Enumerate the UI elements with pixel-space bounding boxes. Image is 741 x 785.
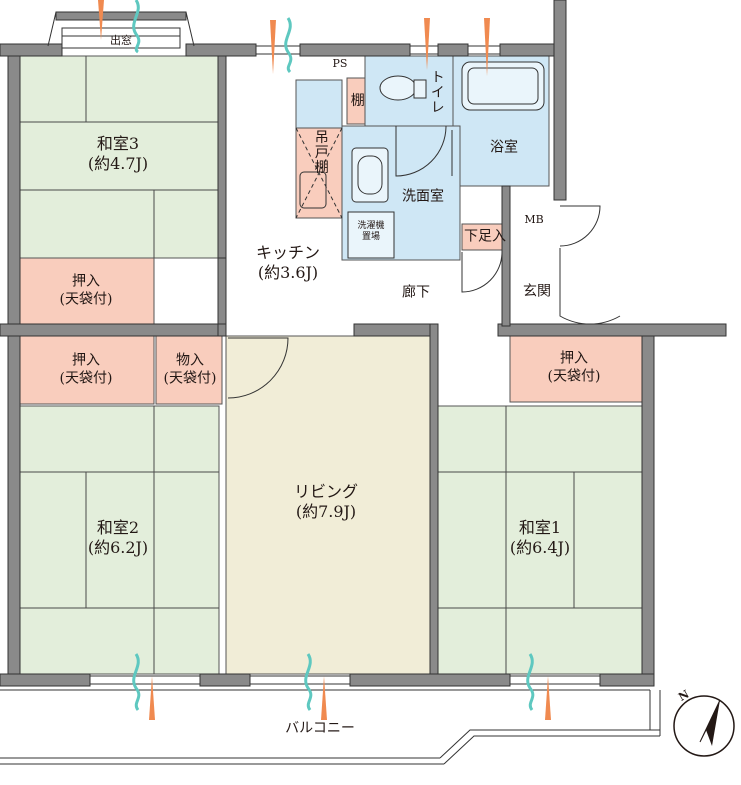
oshiire-left-name: 押入	[72, 352, 100, 369]
oshiire-left-label: 押入 (天袋付)	[60, 353, 113, 388]
balcony-label: バルコニー	[285, 720, 355, 737]
toilet-label: トイレ	[428, 69, 445, 115]
oshiire-top-floor	[19, 257, 155, 325]
sentakuki-label: 洗濯機 置場	[357, 221, 384, 244]
sentakuki-line1: 洗濯機	[357, 220, 385, 231]
tatami-lines	[20, 56, 642, 674]
toilet-bowl	[379, 75, 417, 101]
washer-place	[347, 211, 395, 259]
washitsu2-label: 和室2 (約6.2J)	[88, 518, 148, 558]
demado-label: 出窓	[110, 34, 132, 48]
monoire-sub: (天袋付)	[163, 370, 217, 386]
living-label: リビング (約7.9J)	[294, 482, 358, 522]
ps-label: PS	[332, 57, 348, 71]
washitsu1-floor	[437, 405, 643, 675]
washitsu3-floor	[19, 55, 220, 259]
monoire-label: 物入 (天袋付)	[164, 353, 217, 388]
washitsu3-size: (約4.7J)	[87, 154, 149, 173]
oshiire-right-name: 押入	[560, 350, 588, 367]
compass-icon	[673, 695, 735, 757]
kitchen-counter	[295, 79, 343, 129]
walls	[0, 0, 727, 687]
yokushitsu-label: 浴室	[490, 139, 518, 156]
bay-window	[47, 11, 195, 49]
oshiire-right-floor	[509, 335, 643, 403]
vent-arrows	[98, 0, 551, 720]
oshiire-left-sub: (天袋付)	[59, 370, 113, 386]
rouka-label: 廊下	[402, 284, 430, 301]
getabako-label: 下足入	[464, 228, 506, 245]
living-name: リビング	[293, 482, 359, 501]
genkan-label: 玄関	[523, 283, 551, 300]
kitchen-size: (約3.6J)	[257, 263, 319, 282]
fixtures	[295, 61, 545, 259]
tana-label: 棚	[348, 92, 365, 108]
tsuritodana-label: 吊戸棚	[312, 129, 329, 175]
kitchen-label: キッチン (約3.6J)	[256, 243, 320, 283]
oshiire-top-sub: (天袋付)	[59, 291, 113, 307]
kitchen-name: キッチン	[255, 243, 321, 262]
windows	[89, 45, 601, 685]
washitsu1-label: 和室1 (約6.4J)	[510, 518, 570, 558]
oshiire-left-floor	[19, 335, 155, 405]
sentakuki-line2: 置場	[361, 232, 381, 242]
oshiire-right-label: 押入 (天袋付)	[548, 351, 601, 386]
washitsu3-label: 和室3 (約4.7J)	[88, 134, 148, 174]
monoire-name: 物入	[176, 352, 204, 369]
washitsu1-size: (約6.4J)	[509, 538, 571, 557]
washitsu3-name: 和室3	[96, 134, 140, 153]
senmenshitsu-label: 洗面室	[402, 188, 444, 205]
wash-basin	[351, 147, 389, 203]
balcony	[0, 689, 661, 765]
sink	[299, 171, 327, 209]
monoire-floor	[155, 335, 223, 405]
oshiire-top-label: 押入 (天袋付)	[60, 274, 113, 309]
oshiire-right-sub: (天袋付)	[547, 368, 601, 384]
living-floor	[225, 335, 431, 675]
oshiire-top-name: 押入	[72, 273, 100, 290]
washitsu2-floor	[19, 405, 220, 675]
living-size: (約7.9J)	[295, 502, 357, 521]
bathtub	[461, 61, 545, 111]
getabako-floor	[461, 223, 509, 251]
room-fills	[19, 55, 643, 675]
washitsu2-size: (約6.2J)	[87, 538, 149, 557]
door-swings	[227, 125, 621, 399]
washitsu2-name: 和室2	[96, 518, 140, 537]
washitsu1-name: 和室1	[518, 518, 562, 537]
mb-label: MB	[524, 213, 544, 227]
